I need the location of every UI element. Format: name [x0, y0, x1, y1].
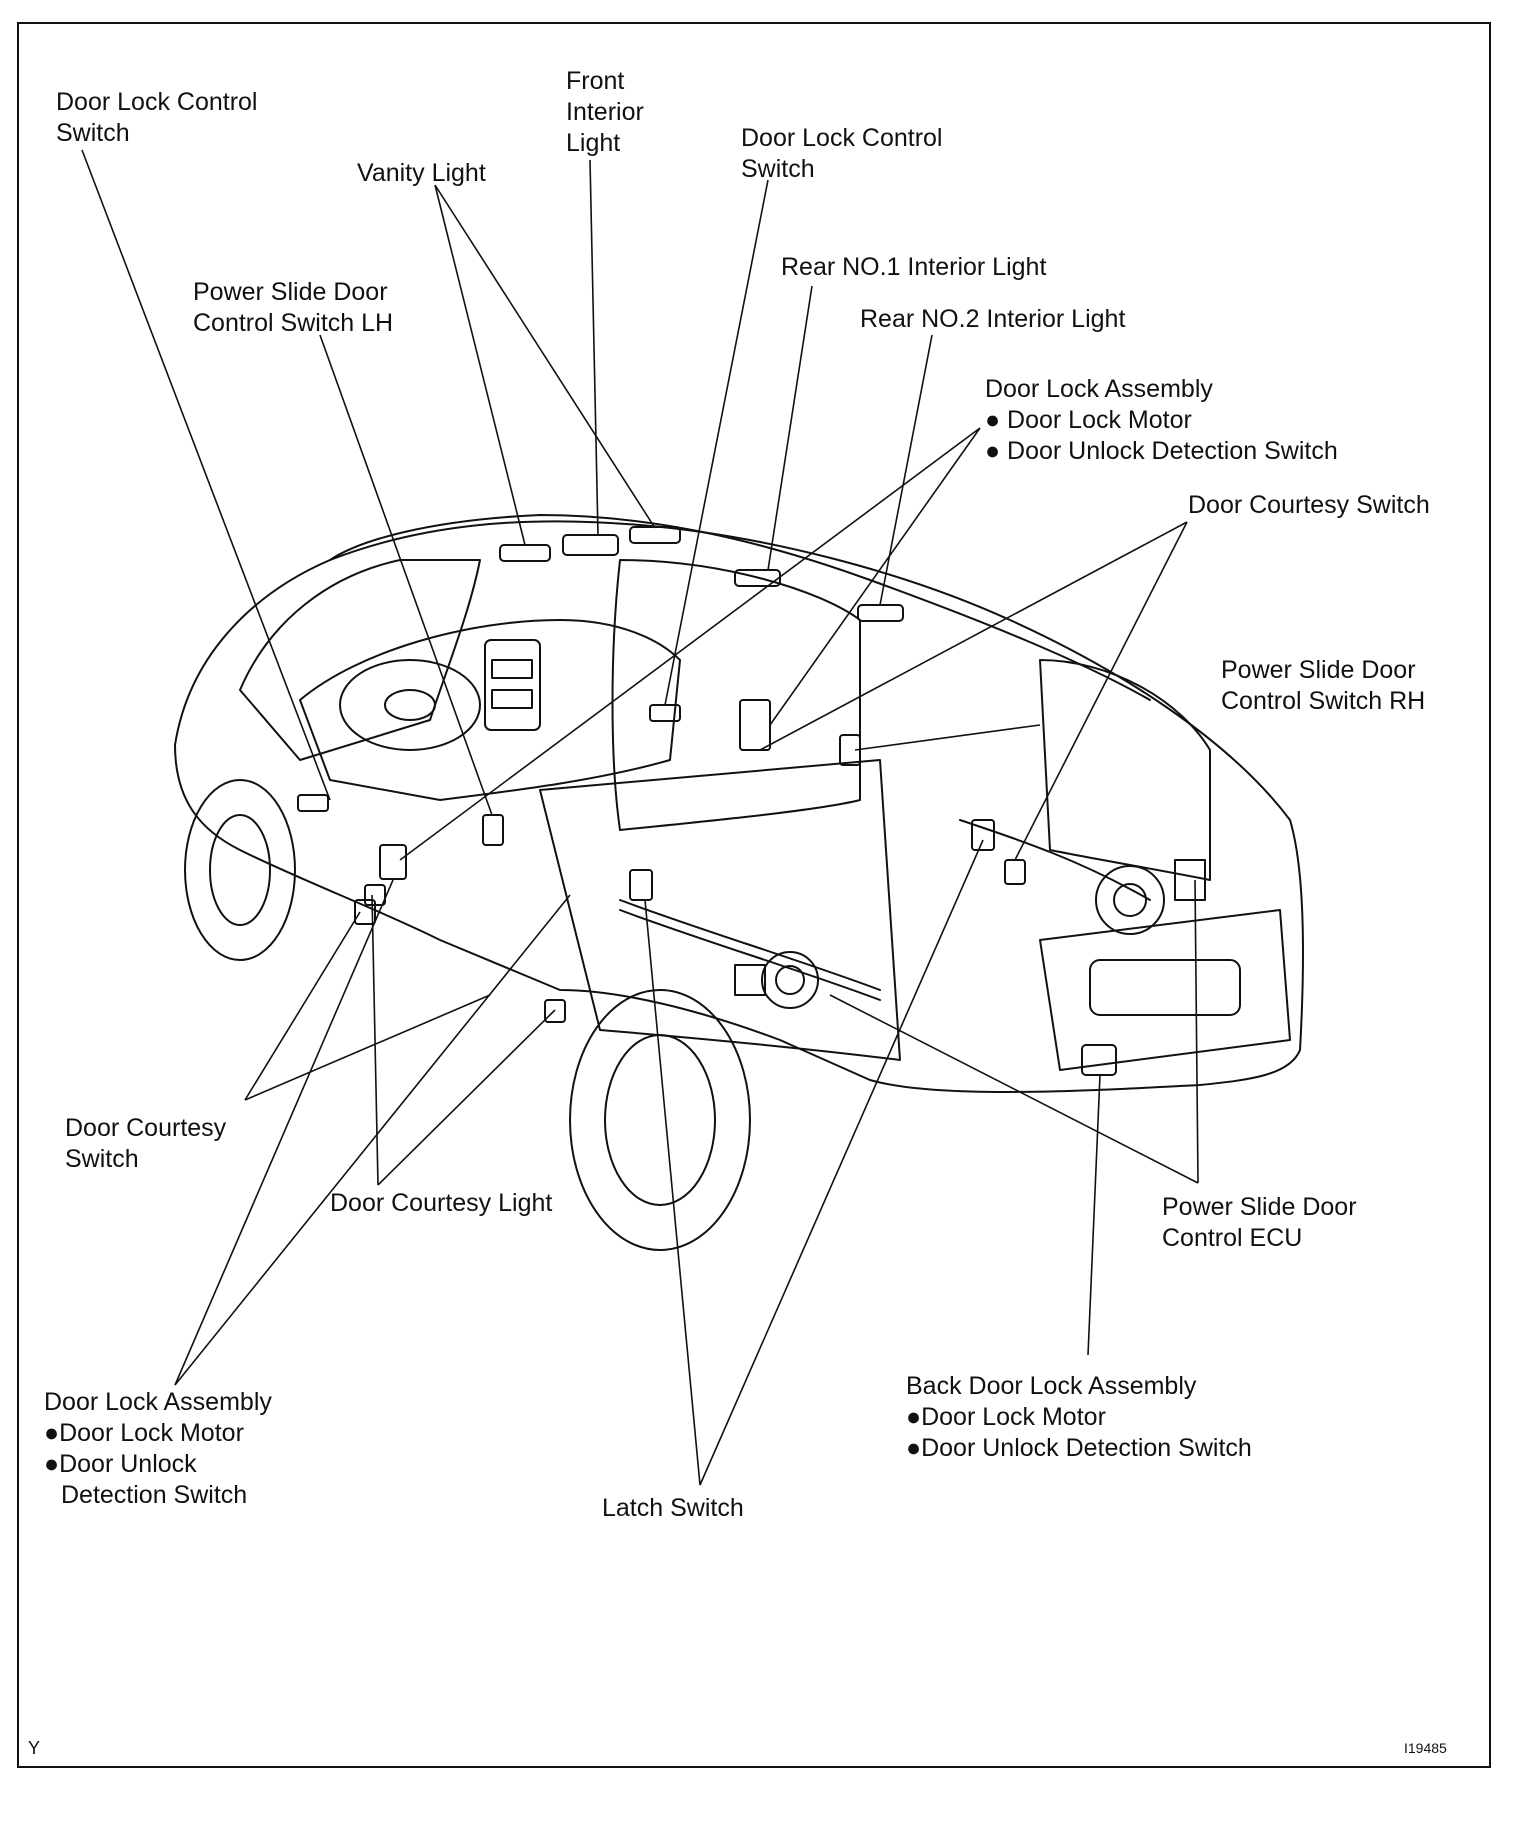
leader-line: [759, 521, 1188, 751]
back-door-lock: [1081, 1044, 1117, 1076]
leader-line: [1087, 1074, 1101, 1356]
leader-line: [81, 149, 331, 801]
wire-harness: [619, 899, 881, 991]
leader-line: [829, 994, 1199, 1184]
latch-switch-left: [629, 869, 653, 901]
diagram-frame: [17, 22, 1491, 1768]
door-lock-assembly-left-label: Door Lock Assembly ●Door Lock Motor ●Doo…: [44, 1388, 272, 1509]
slide-door-motor-right: [1095, 865, 1165, 935]
rear-wheel: [569, 989, 751, 1251]
leader-line: [879, 334, 933, 606]
leader-line: [589, 159, 599, 536]
leader-line: [174, 879, 394, 1386]
leader-line: [174, 894, 571, 1386]
roof-line: [329, 514, 1151, 701]
door-courtesy-light-label: Door Courtesy Light: [330, 1189, 553, 1217]
leader-line: [854, 724, 1041, 751]
front-interior-light: [562, 534, 619, 556]
power-slide-door-control-switch-lh-label: Power Slide Door Control Switch LH: [193, 278, 394, 337]
rear-no2-interior-light: [857, 604, 904, 622]
leader-line: [434, 184, 526, 546]
leader-line: [644, 899, 701, 1486]
leader-line: [371, 894, 379, 1186]
door-courtesy-switch-right-label: Door Courtesy Switch: [1188, 491, 1430, 519]
rear-window: [1039, 659, 1211, 881]
vanity-light-label: Vanity Light: [357, 159, 486, 187]
steering-wheel: [339, 659, 481, 751]
leader-line: [769, 427, 981, 726]
figure-id: I19485: [1404, 1740, 1447, 1756]
corner-letter: Y: [28, 1738, 41, 1758]
leader-line: [399, 427, 981, 861]
control-ecu-right: [1174, 859, 1206, 901]
door-lock-assembly-left: [379, 844, 407, 880]
door-lock-assembly-right-label: Door Lock Assembly ● Door Lock Motor ● D…: [985, 375, 1338, 465]
front-interior-light-label: Front Interior Light: [566, 67, 644, 157]
back-door: [1039, 909, 1291, 1071]
back-door-lock-assembly-label: Back Door Lock Assembly ●Door Lock Motor…: [906, 1372, 1252, 1462]
leader-line: [377, 1009, 556, 1186]
power-slide-door-control-switch-rh-label: Power Slide Door Control Switch RH: [1221, 656, 1426, 715]
middle-window: [611, 559, 861, 831]
power-slide-switch-lh: [482, 814, 504, 846]
door-courtesy-light-1: [364, 884, 386, 906]
leader-line: [767, 285, 813, 571]
rear-no1-interior-light-label: Rear NO.1 Interior Light: [781, 253, 1047, 281]
leader-line: [244, 911, 361, 1101]
front-wheel: [184, 779, 296, 961]
leader-line: [664, 179, 769, 706]
sliding-door: [539, 759, 901, 1061]
leader-line: [1194, 879, 1199, 1184]
door-lock-control-switch-left: [297, 794, 329, 812]
vanity-light-right: [629, 526, 681, 544]
door-courtesy-switch-left-label: Door Courtesy Switch: [65, 1114, 227, 1173]
leader-line: [434, 184, 656, 529]
door-courtesy-light-2: [544, 999, 566, 1023]
rear-no1-interior-light: [734, 569, 781, 587]
door-lock-assembly-right: [739, 699, 771, 751]
door-lock-control-switch-left-label: Door Lock Control Switch: [56, 88, 258, 147]
center-console: [484, 639, 541, 731]
leader-line: [244, 994, 491, 1101]
leader-line: [1014, 521, 1188, 861]
vanity-light-left: [499, 544, 551, 562]
vehicle-body-outline: [174, 520, 1304, 1093]
dashboard: [299, 619, 681, 801]
leader-line: [319, 334, 493, 816]
latch-switch-right: [971, 819, 995, 851]
slide-door-motor-left: [761, 951, 819, 1009]
latch-switch-label: Latch Switch: [602, 1494, 744, 1522]
door-courtesy-switch-right: [1004, 859, 1026, 885]
rear-no2-interior-light-label: Rear NO.2 Interior Light: [860, 305, 1126, 333]
control-ecu-left: [734, 964, 766, 996]
door-lock-control-switch-right-label: Door Lock Control Switch: [741, 124, 943, 183]
leader-line: [699, 839, 984, 1486]
power-slide-door-control-ecu-label: Power Slide Door Control ECU: [1162, 1193, 1357, 1252]
windshield: [239, 559, 481, 761]
